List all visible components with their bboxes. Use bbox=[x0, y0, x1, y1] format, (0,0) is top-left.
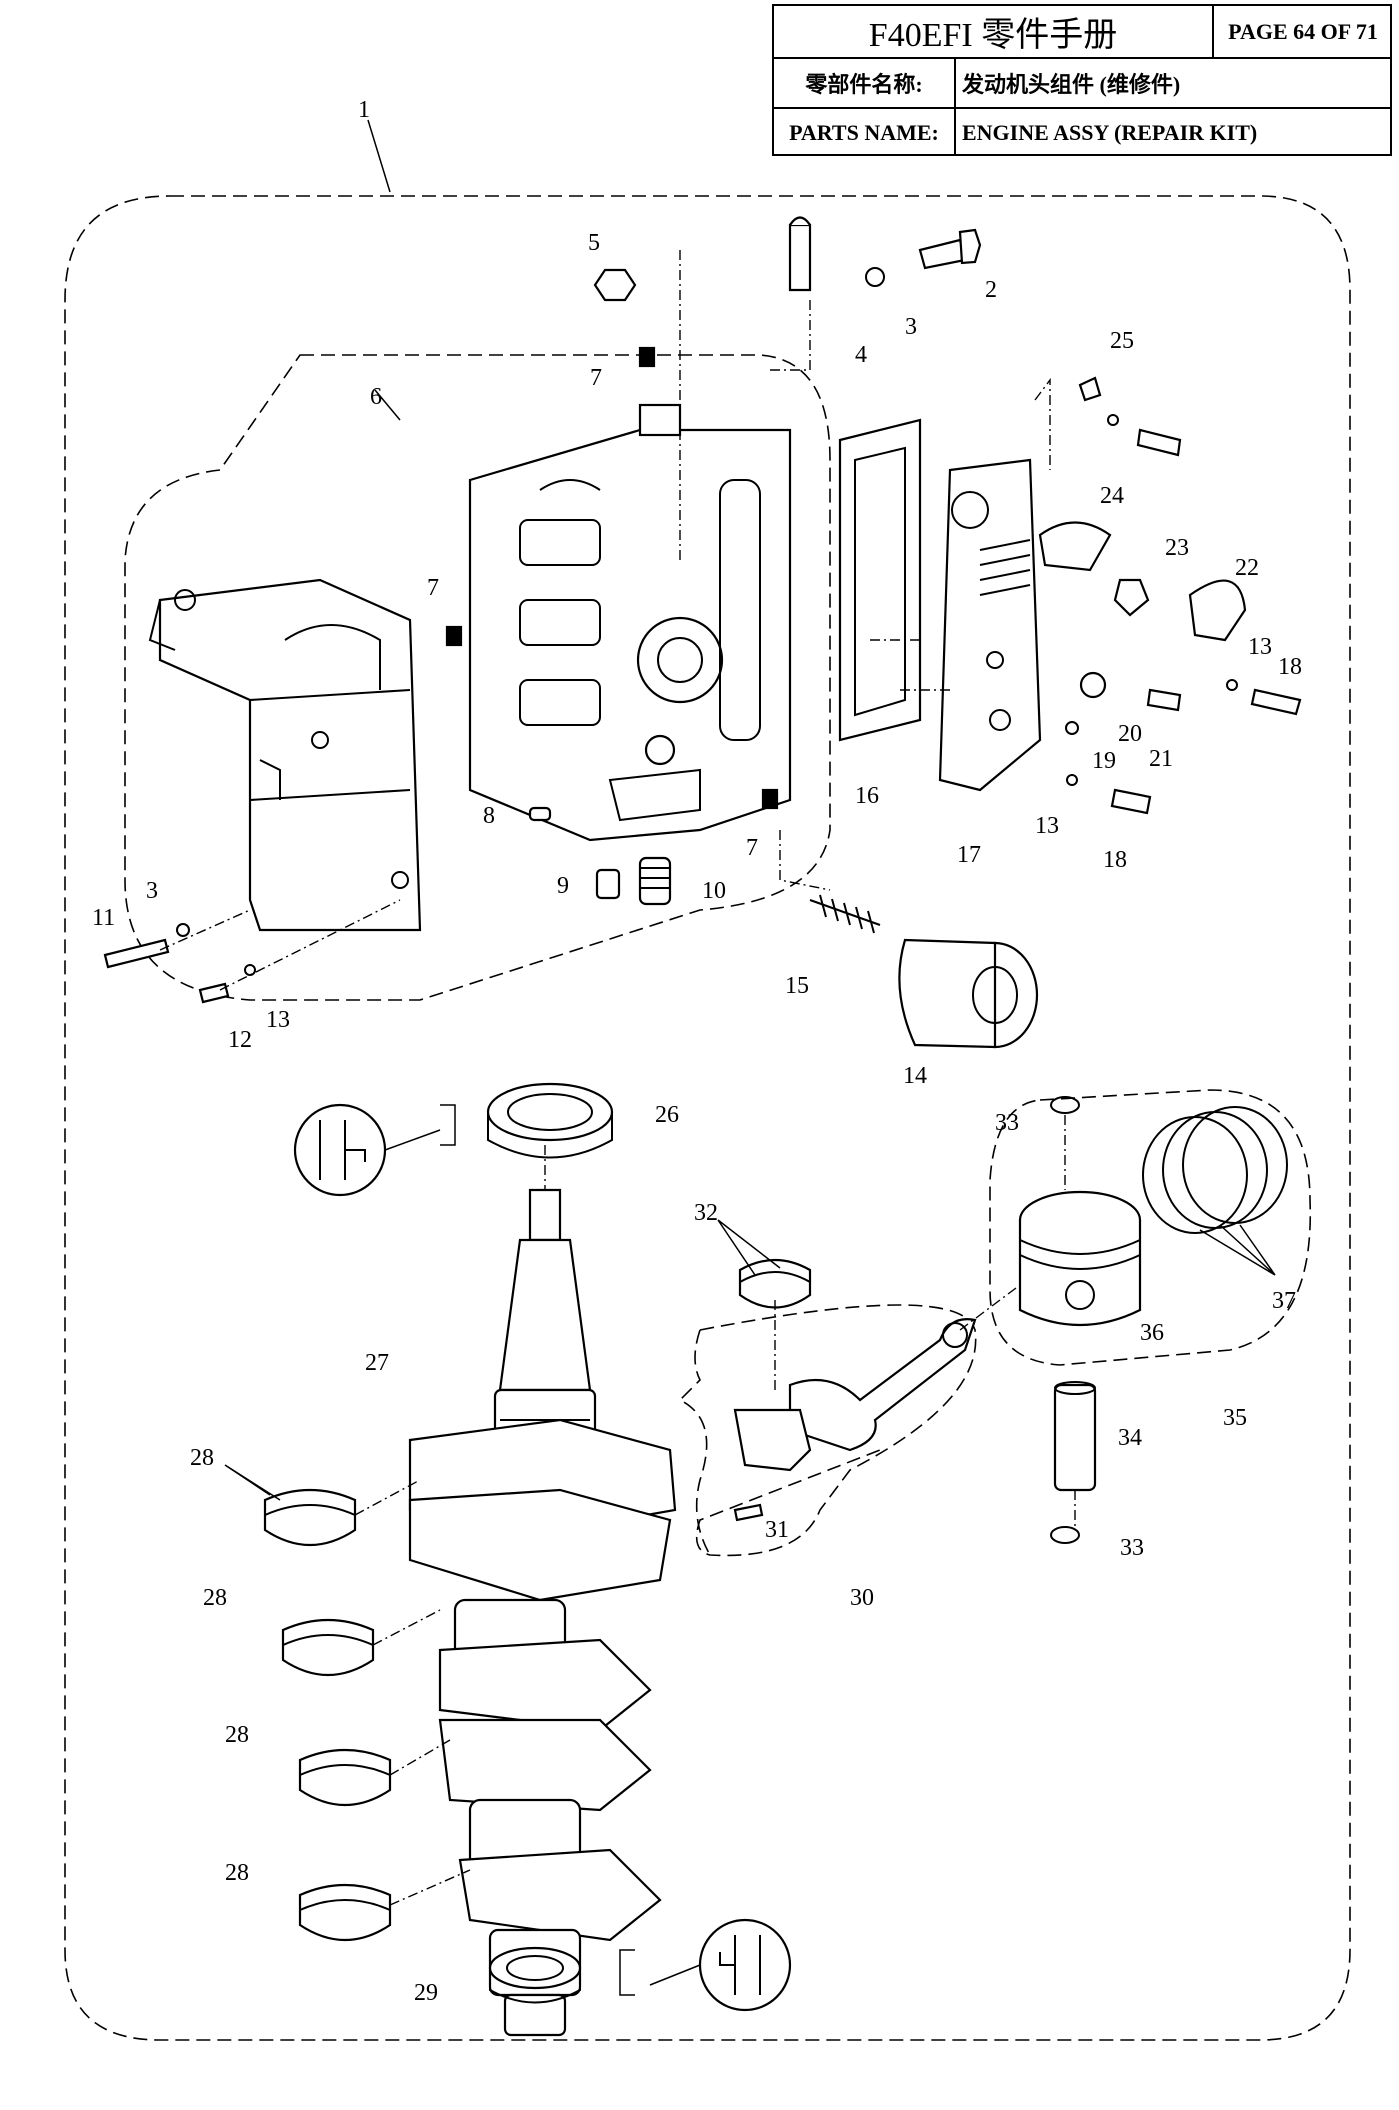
callout-28c: 28 bbox=[225, 1722, 249, 1748]
piston-pin-clips bbox=[1050, 1096, 1080, 1544]
parts-name-label-cn: 零部件名称: bbox=[774, 59, 956, 107]
callout-28a: 28 bbox=[190, 1445, 214, 1471]
conrod-group-boundary-2 bbox=[678, 1329, 711, 1556]
callout-28b: 28 bbox=[203, 1585, 227, 1611]
callout-22: 22 bbox=[1235, 555, 1259, 581]
callout-34: 34 bbox=[1118, 1425, 1142, 1451]
callout-15: 15 bbox=[785, 973, 809, 999]
parts-name-value-cn: 发动机头组件 (维修件) bbox=[962, 72, 1181, 97]
callout-13b: 13 bbox=[1248, 634, 1272, 660]
callout-35: 35 bbox=[1223, 1405, 1247, 1431]
piston-rings bbox=[1142, 1106, 1288, 1234]
leader-32 bbox=[717, 1219, 781, 1276]
callout-7b: 7 bbox=[427, 575, 439, 601]
callout-37: 37 bbox=[1272, 1288, 1296, 1314]
oil-seals-9-10 bbox=[595, 856, 672, 906]
callout-13c: 13 bbox=[1035, 813, 1059, 839]
callout-36: 36 bbox=[1140, 1320, 1164, 1346]
leader-1 bbox=[367, 119, 391, 193]
parts-name-label-en: PARTS NAME: bbox=[774, 109, 956, 156]
exhaust-cover-fasteners bbox=[1038, 376, 1302, 815]
parts-name-value-en: ENGINE ASSY (REPAIR KIT) bbox=[962, 119, 1258, 145]
conrod-group-boundary bbox=[695, 1304, 977, 1557]
exhaust-cover bbox=[938, 458, 1042, 792]
callout-13a: 13 bbox=[266, 1007, 290, 1033]
callout-18b: 18 bbox=[1103, 847, 1127, 873]
name-row-cn: 零部件名称: 发动机头组件 (维修件) bbox=[774, 59, 1390, 109]
callout-8: 8 bbox=[483, 803, 495, 829]
callout-1: 1 bbox=[358, 97, 370, 123]
main-bearing-3 bbox=[298, 1748, 392, 1806]
strainer-spring bbox=[809, 894, 881, 934]
callout-3b: 3 bbox=[146, 878, 158, 904]
callout-20: 20 bbox=[1118, 721, 1142, 747]
callout-17: 17 bbox=[957, 842, 981, 868]
callout-33b: 33 bbox=[1120, 1535, 1144, 1561]
leader-37 bbox=[1199, 1224, 1276, 1276]
callout-9: 9 bbox=[557, 873, 569, 899]
leader-6 bbox=[374, 389, 401, 421]
callout-10: 10 bbox=[702, 878, 726, 904]
callout-28d: 28 bbox=[225, 1860, 249, 1886]
title-block: F40EFI 零件手册 PAGE 64 OF 71 零部件名称: 发动机头组件 … bbox=[772, 4, 1392, 156]
callout-32: 32 bbox=[694, 1200, 718, 1226]
callout-29: 29 bbox=[414, 1980, 438, 2006]
callout-26: 26 bbox=[655, 1102, 679, 1128]
callout-19: 19 bbox=[1092, 748, 1116, 774]
crankcase bbox=[148, 578, 422, 932]
piston bbox=[1018, 1190, 1142, 1327]
main-bearing-1 bbox=[263, 1488, 357, 1546]
callout-7a: 7 bbox=[590, 365, 602, 391]
main-bearing-4 bbox=[298, 1883, 392, 1941]
upper-fasteners bbox=[445, 216, 982, 822]
leader-28a bbox=[224, 1464, 281, 1501]
callout-24: 24 bbox=[1100, 483, 1124, 509]
name-row-en: PARTS NAME: ENGINE ASSY (REPAIR KIT) bbox=[774, 109, 1390, 156]
callout-25: 25 bbox=[1110, 328, 1134, 354]
main-bearing-2 bbox=[281, 1618, 375, 1676]
callout-21: 21 bbox=[1149, 746, 1173, 772]
assembly-line-rod-piston bbox=[959, 1284, 1021, 1331]
callout-7c: 7 bbox=[746, 835, 758, 861]
callout-6: 6 bbox=[370, 384, 382, 410]
seal-detail-upper bbox=[293, 1103, 456, 1197]
seal-detail-lower bbox=[619, 1918, 792, 2012]
callout-30: 30 bbox=[850, 1585, 874, 1611]
callout-5: 5 bbox=[588, 230, 600, 256]
block-group-boundary bbox=[124, 354, 831, 1001]
title-row: F40EFI 零件手册 PAGE 64 OF 71 bbox=[774, 6, 1390, 59]
callout-16: 16 bbox=[855, 783, 879, 809]
connecting-rod bbox=[733, 1318, 977, 1522]
oil-filter bbox=[898, 938, 1039, 1049]
crankcase-bolts bbox=[103, 923, 256, 1004]
crankshaft bbox=[408, 1188, 677, 2037]
kit-boundary bbox=[64, 195, 1351, 2041]
manual-title: F40EFI 零件手册 bbox=[774, 6, 1214, 57]
piston-pin bbox=[1053, 1381, 1097, 1492]
callout-23: 23 bbox=[1165, 535, 1189, 561]
callout-11: 11 bbox=[92, 905, 115, 931]
callout-14: 14 bbox=[903, 1063, 927, 1089]
callout-18a: 18 bbox=[1278, 654, 1302, 680]
assembly-line-bolts bbox=[159, 899, 401, 991]
exhaust-cover-gasket bbox=[838, 418, 922, 742]
callout-3a: 3 bbox=[905, 314, 917, 340]
callout-4: 4 bbox=[855, 342, 867, 368]
callout-33a: 33 bbox=[995, 1110, 1019, 1136]
callout-27: 27 bbox=[365, 1350, 389, 1376]
assembly-line-pin bbox=[1064, 1115, 1076, 1530]
oil-seal-26 bbox=[486, 1082, 614, 1159]
page-number: PAGE 64 OF 71 bbox=[1228, 18, 1378, 44]
oil-seal-29 bbox=[488, 1946, 582, 2004]
cylinder-block bbox=[468, 403, 792, 842]
callout-2: 2 bbox=[985, 277, 997, 303]
callout-31: 31 bbox=[765, 1517, 789, 1543]
conrod-bearing bbox=[738, 1259, 812, 1309]
piston-group-boundary bbox=[989, 1089, 1312, 1366]
callout-12: 12 bbox=[228, 1027, 252, 1053]
assembly-line-block bbox=[679, 250, 1051, 891]
